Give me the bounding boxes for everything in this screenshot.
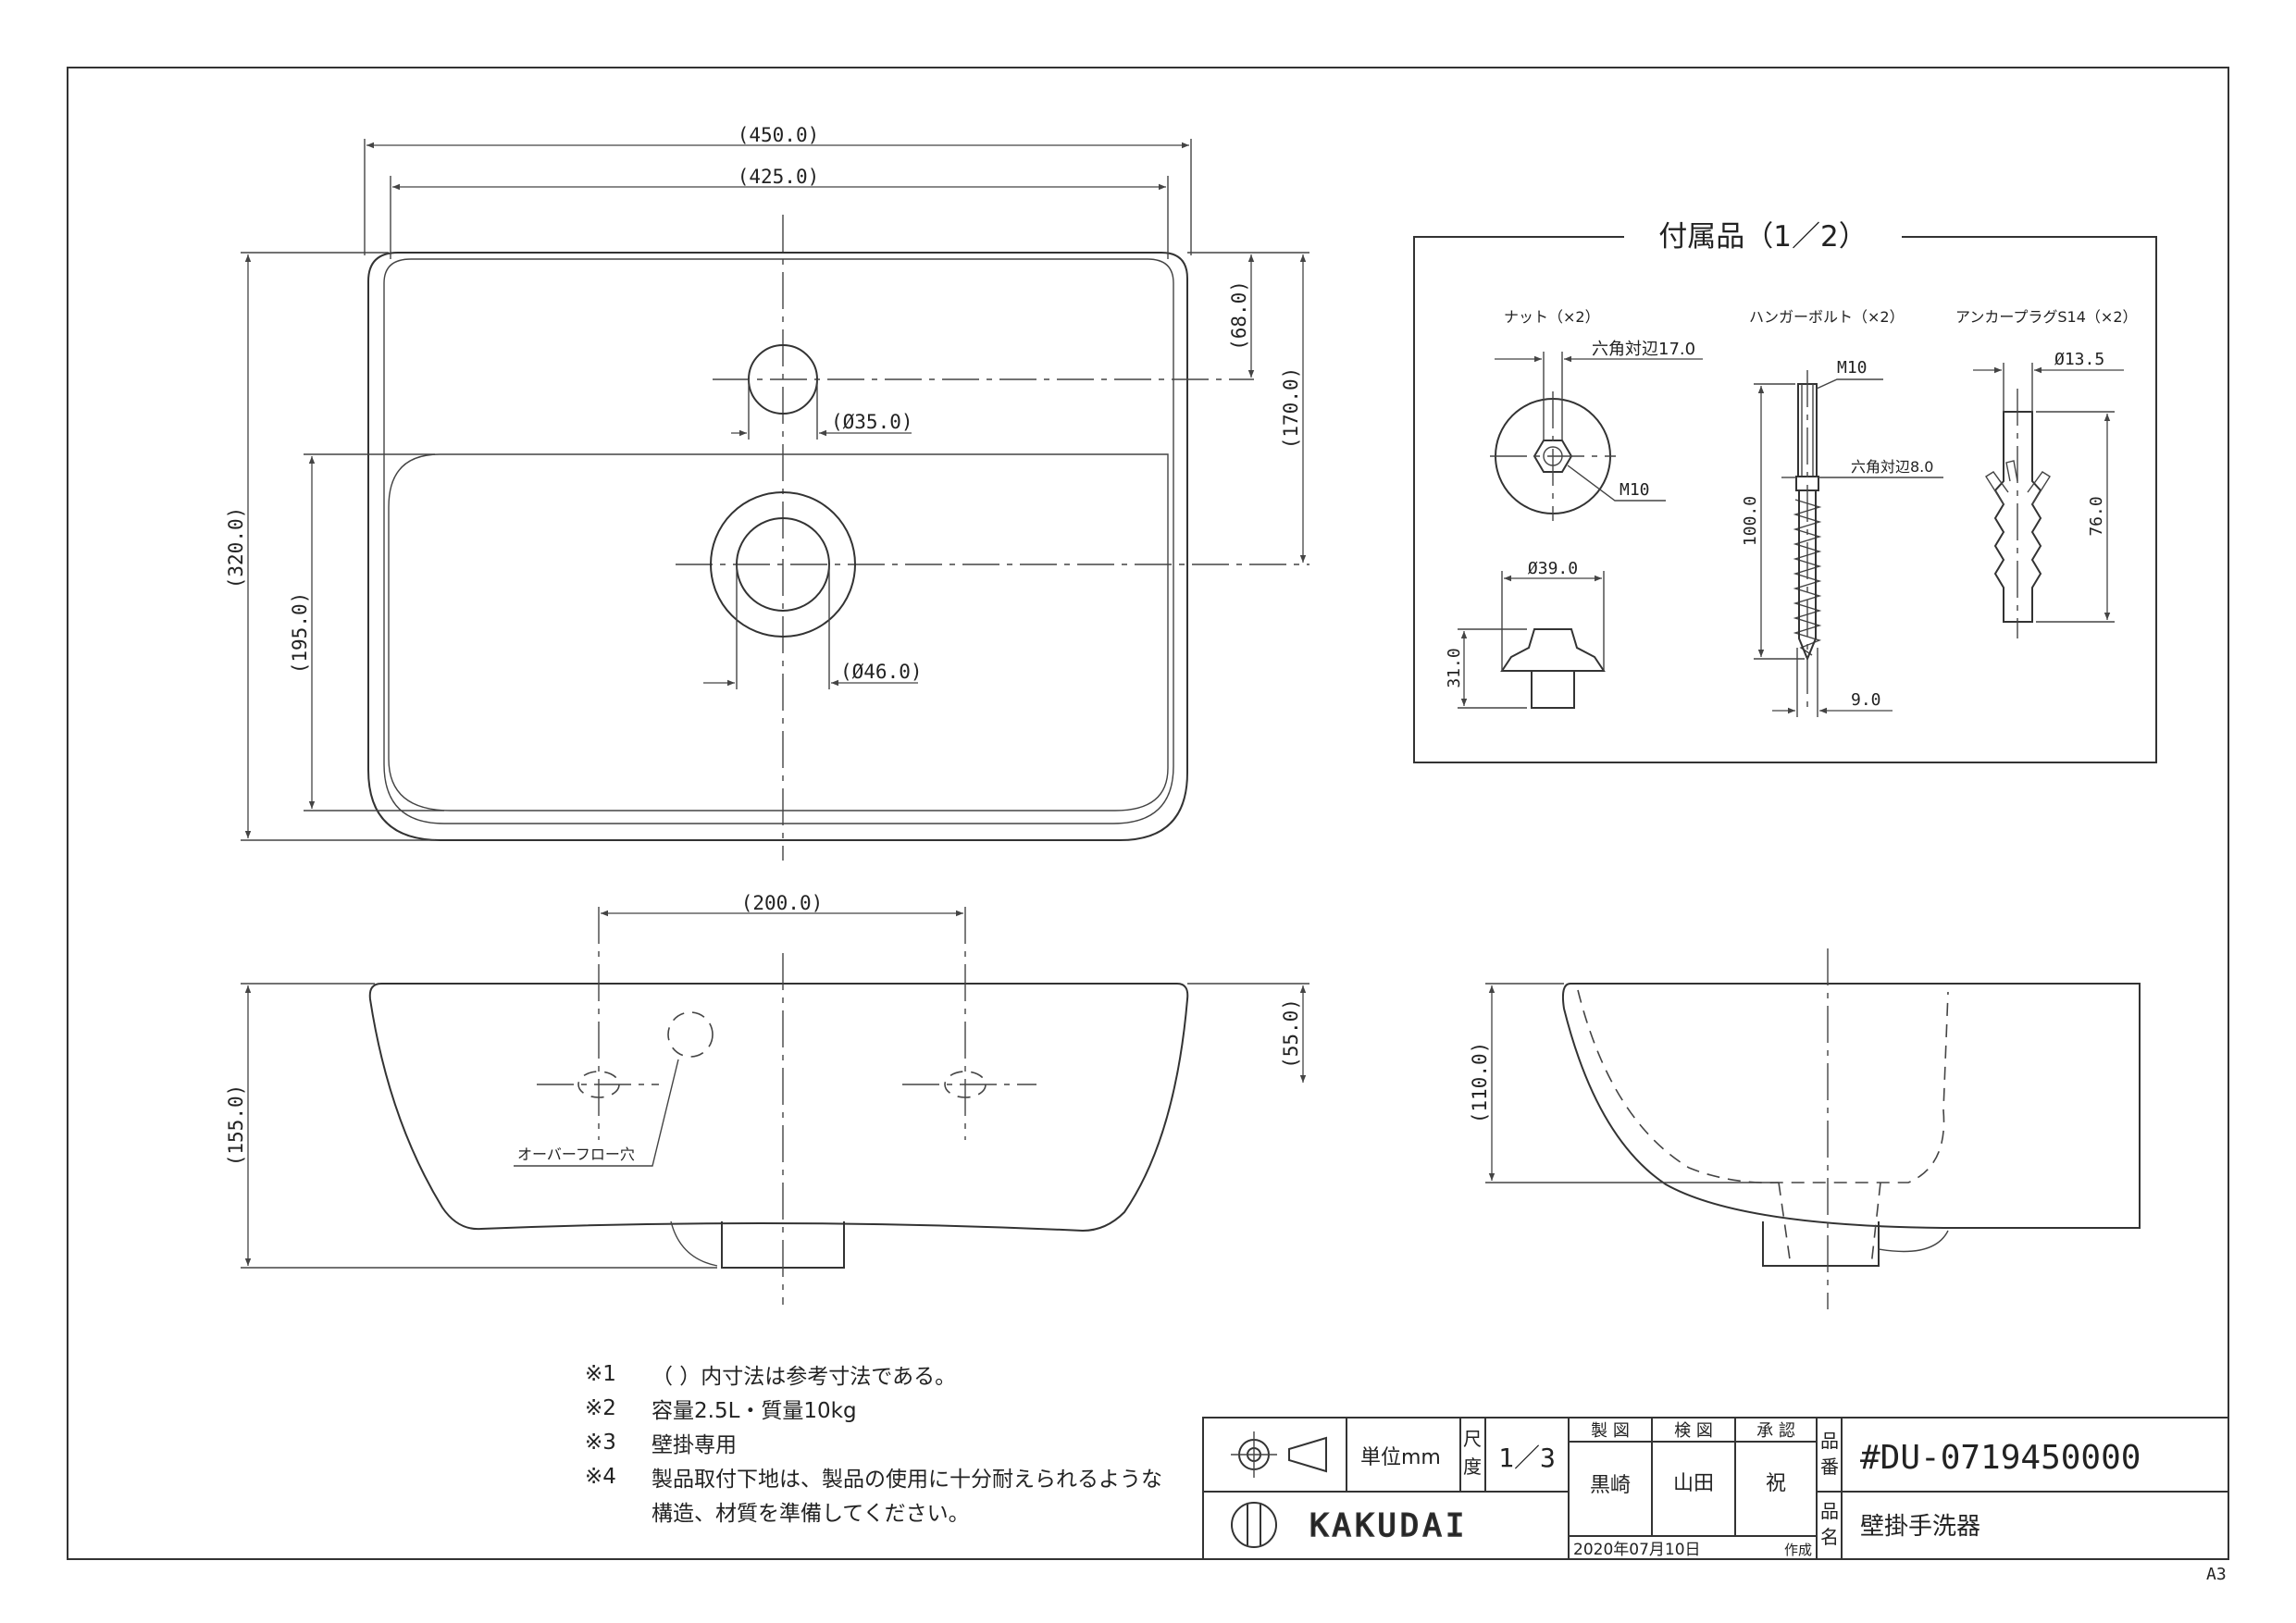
- sheet-size-label: A3: [2206, 1565, 2227, 1584]
- overflow-label: オーバーフロー穴: [517, 1146, 635, 1163]
- side-body: [1561, 983, 2141, 1229]
- product-name-label-1: 品: [1820, 1500, 1839, 1522]
- note-text: （ ）内寸法は参考寸法である。: [652, 1364, 957, 1389]
- created-label: 作成: [1784, 1542, 1812, 1558]
- plug-length-label: 76.0: [2087, 496, 2106, 536]
- approved-by: 祝: [1766, 1472, 1786, 1495]
- note-1: ※1 （ ）内寸法は参考寸法である。: [585, 1357, 1214, 1391]
- dim-450: (450.0): [738, 124, 820, 146]
- front-overflow-pipe: [670, 1220, 718, 1267]
- side-drain: [1762, 1221, 1880, 1267]
- basin-rim-inner: [383, 258, 1174, 824]
- nut-height-label: 31.0: [1445, 648, 1464, 688]
- plug-name: アンカープラグS14（×2）: [1955, 308, 2138, 326]
- accessories-title: 付属品（1／2）: [1658, 220, 1867, 254]
- note-text: 壁掛専用: [652, 1432, 737, 1457]
- scale-label-1: 尺: [1463, 1428, 1482, 1450]
- overflow-hole: [667, 1011, 714, 1058]
- note-mark: ※3: [585, 1430, 616, 1455]
- side-view: (110.0): [1469, 948, 2141, 1309]
- checked-by: 山田: [1673, 1472, 1714, 1495]
- company-name: KAKUDAI: [1309, 1507, 1468, 1544]
- title-block: 単位mm 尺 度 1／3 製 図 検 図 承 認 黒崎 山田 祝 品 番 #DU…: [1202, 1417, 2229, 1560]
- note-mark: ※1: [585, 1361, 616, 1386]
- nut-dia-label: Ø39.0: [1528, 559, 1578, 578]
- sheet-border: [67, 67, 2229, 1560]
- scale-label-2: 度: [1463, 1456, 1482, 1478]
- bolt-thread-label: M10: [1837, 358, 1868, 378]
- dim-320: (320.0): [225, 507, 247, 589]
- overflow-leader: [514, 1059, 679, 1167]
- nut-side: [1500, 628, 1606, 672]
- unit-label: 単位mm: [1360, 1446, 1441, 1469]
- dim-195: (195.0): [289, 592, 311, 675]
- plug-dia-label: Ø13.5: [2054, 350, 2104, 369]
- dim-46: (Ø46.0): [840, 661, 923, 683]
- note-2: ※2 容量2.5L・質量10kg: [585, 1391, 1214, 1425]
- plan-view: (450.0) (425.0) (320.0) (195.0) (68.0) (…: [225, 124, 1309, 861]
- bolt-name: ハンガーボルト（×2）: [1749, 308, 1905, 326]
- nut-thread-label: M10: [1620, 480, 1650, 500]
- accessories-frame: [1413, 236, 2157, 763]
- nut-name: ナット（×2）: [1504, 308, 1600, 326]
- nut-hex-label: 六角対辺17.0: [1592, 340, 1695, 359]
- drain-outer: [710, 491, 856, 638]
- part-number: #DU-0719450000: [1860, 1439, 2141, 1477]
- bowl-outline: [388, 453, 1169, 812]
- note-4-continued: 構造、材質を準備してください。: [585, 1493, 1214, 1528]
- third-angle-projection-symbol: [1231, 1431, 1327, 1478]
- note-text: 容量2.5L・質量10kg: [652, 1398, 857, 1423]
- note-text: 製品取付下地は、製品の使用に十分耐えられるような: [652, 1467, 1162, 1492]
- note-3: ※3 壁掛専用: [585, 1425, 1214, 1459]
- note-4: ※4 製品取付下地は、製品の使用に十分耐えられるような: [585, 1459, 1214, 1493]
- dim-35: (Ø35.0): [831, 411, 913, 433]
- dim-170: (170.0): [1280, 367, 1302, 450]
- note-mark: ※2: [585, 1395, 616, 1420]
- dim-425: (425.0): [738, 166, 820, 188]
- dim-155: (155.0): [225, 1084, 247, 1167]
- product-name-label-2: 名: [1820, 1526, 1839, 1548]
- dim-55: (55.0): [1280, 998, 1302, 1069]
- dim-110: (110.0): [1469, 1042, 1491, 1124]
- kakudai-logo: KAKUDAI: [1231, 1502, 1468, 1548]
- drawing-notes: ※1 （ ）内寸法は参考寸法である。 ※2 容量2.5L・質量10kg ※3 壁掛専用…: [585, 1357, 1214, 1528]
- part-no-label-2: 番: [1820, 1456, 1839, 1478]
- bolt-length-label: 100.0: [1741, 496, 1760, 546]
- drawn-by: 黒崎: [1590, 1474, 1631, 1497]
- note-mark: ※4: [585, 1464, 616, 1489]
- checked-label: 検 図: [1674, 1421, 1713, 1441]
- front-view: オーバーフロー穴 (200.0) (155.0) (55.0): [225, 892, 1309, 1305]
- front-body: [368, 983, 1189, 1233]
- side-bowl-hidden: [1577, 989, 1949, 1183]
- note-text: 構造、材質を準備してください。: [652, 1501, 970, 1526]
- bolt-dia-label: 9.0: [1851, 690, 1881, 710]
- part-no-label-1: 品: [1820, 1430, 1839, 1452]
- dim-200: (200.0): [741, 892, 824, 914]
- drawn-label: 製 図: [1591, 1421, 1630, 1441]
- product-name: 壁掛手洗器: [1860, 1513, 1980, 1541]
- dim-68: (68.0): [1228, 280, 1250, 351]
- basin-outline-top: [367, 252, 1188, 841]
- drawing-date: 2020年07月10日: [1573, 1541, 1701, 1559]
- scale-value: 1／3: [1498, 1443, 1556, 1473]
- approved-label: 承 認: [1756, 1421, 1795, 1441]
- accessories-box: 付属品（1／2） ナット（×2） 六角対辺17.0 M10 Ø39.0 31.0…: [1413, 220, 2157, 763]
- bolt-hex-label: 六角対辺8.0: [1851, 458, 1933, 476]
